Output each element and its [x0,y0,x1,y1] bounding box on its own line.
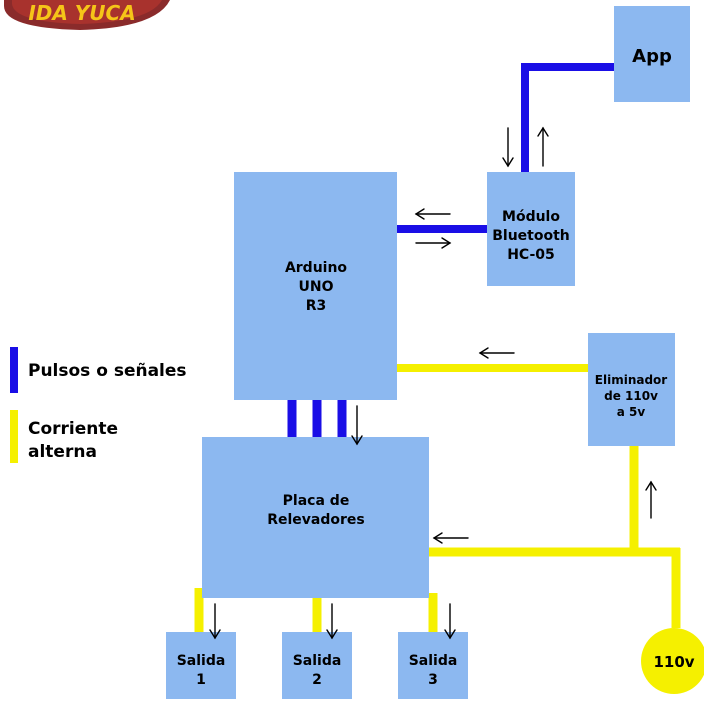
arrow-right-arduino-to-bt-icon [415,237,452,249]
app-label: App [632,46,672,67]
logo-band [12,0,162,24]
app-node: App [614,6,690,102]
svg-text:Salida: Salida [293,653,342,669]
svg-text:HC-05: HC-05 [507,247,555,263]
placa-node: Placa de Relevadores [202,437,429,598]
salida-2-node: Salida 2 [282,632,352,699]
legend-signal-label: Pulsos o señales [28,361,187,381]
legend [10,347,18,463]
svg-text:Salida: Salida [177,653,226,669]
svg-text:3: 3 [428,672,438,688]
legend-current-swatch [10,410,18,463]
arrow-down-arduino-to-placa-icon [351,405,363,446]
salida-3-node: Salida 3 [398,632,468,699]
salida-1-node: Salida 1 [166,632,236,699]
supply-node: 110v [641,628,704,694]
arrow-up-bt-to-app-icon [537,126,549,167]
logo-text: IDA YUCA [28,1,135,25]
current-connections [194,364,681,632]
arrow-up-supply-icon [645,480,657,519]
svg-text:Relevadores: Relevadores [267,512,365,528]
legend-signal-swatch [10,347,18,393]
svg-text:Eliminador: Eliminador [595,373,668,387]
svg-text:a 5v: a 5v [617,405,646,419]
flow-arrows [209,126,657,640]
svg-text:110v: 110v [653,653,694,671]
arrow-left-bt-to-arduino-icon [414,208,451,220]
svg-text:Bluetooth: Bluetooth [492,228,570,244]
svg-text:2: 2 [312,672,322,688]
arrow-down-salida3-icon [444,603,456,640]
svg-text:Salida: Salida [409,653,458,669]
svg-text:de 110v: de 110v [604,389,658,403]
legend-current-label-2: alterna [28,442,97,462]
logo-badge: IDA YUCA [4,0,170,30]
svg-text:Arduino: Arduino [285,260,347,276]
svg-text:Módulo: Módulo [502,209,560,225]
arrow-left-eliminador-icon [478,347,515,359]
bluetooth-node: Módulo Bluetooth HC-05 [487,172,575,286]
svg-text:R3: R3 [306,298,327,314]
svg-text:Placa de: Placa de [283,493,350,509]
arrow-down-app-to-bt-icon [502,127,514,168]
arrow-down-salida1-icon [209,603,221,640]
legend-current-label-1: Corriente [28,419,119,439]
svg-text:UNO: UNO [299,279,334,295]
arrow-down-salida2-icon [326,603,338,640]
svg-text:1: 1 [196,672,206,688]
arduino-node: Arduino UNO R3 [234,172,397,400]
signal-connections [287,63,614,437]
eliminador-node: Eliminador de 110v a 5v [588,333,675,446]
arrow-left-into-placa-icon [432,532,469,544]
